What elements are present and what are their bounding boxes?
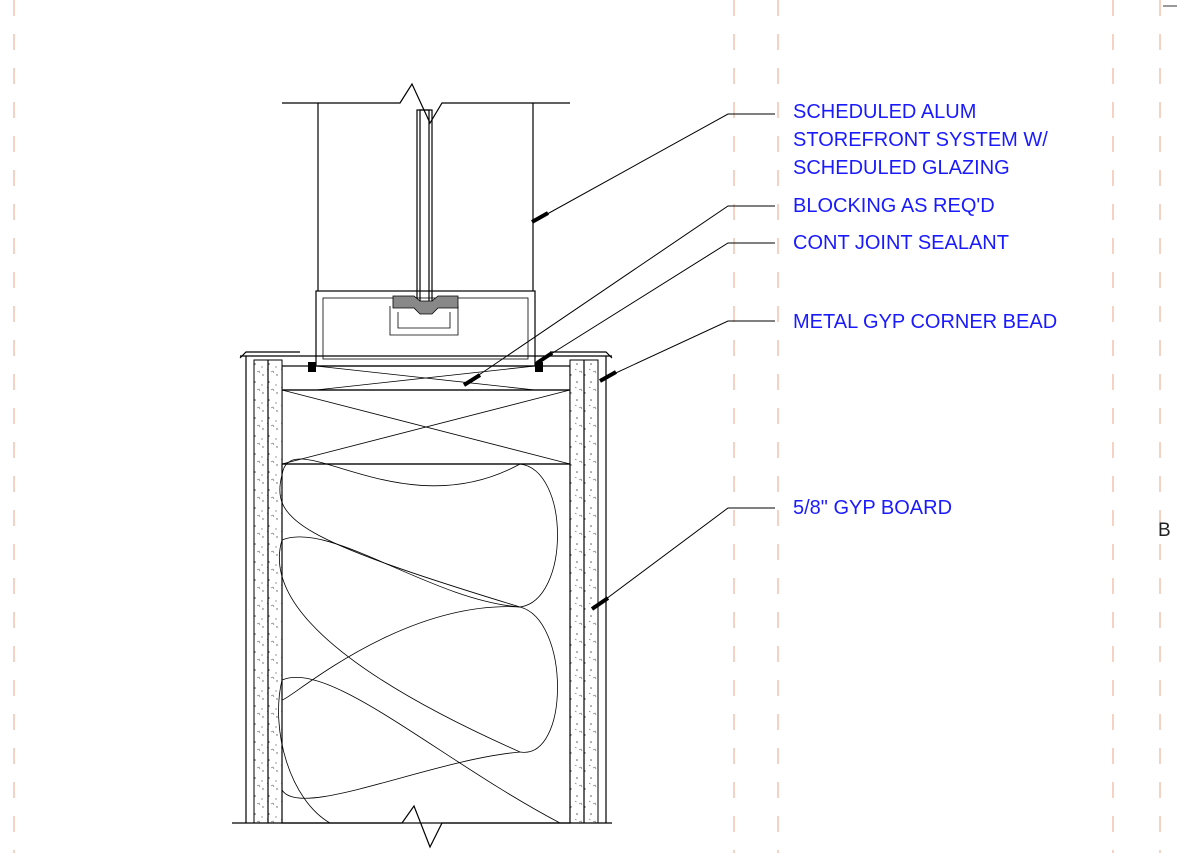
leader-corner-bead [604,320,775,379]
note-corner-bead: METAL GYP CORNER BEAD [793,311,1057,333]
note-blocking: BLOCKING AS REQ'D [793,195,995,217]
break-line-top [282,82,570,125]
margin-grid-label: B [1158,520,1171,541]
note-gyp-board: 5/8" GYP BOARD [793,497,952,519]
sill-blocking [240,355,612,465]
grid-lines [13,0,1177,853]
note-sealant: CONT JOINT SEALANT [793,232,1009,254]
wall-assembly [232,351,613,849]
leader-gyp-board [597,507,775,606]
storefront-frame [282,82,570,367]
leader-storefront [539,113,775,219]
break-line-bottom [232,804,612,849]
leader-sealant [542,242,775,360]
leader-blocking [469,205,775,382]
annotations: SCHEDULED ALUM STOREFRONT SYSTEM W/ SCHE… [793,101,1171,541]
note-storefront-line-1: SCHEDULED ALUM [793,101,976,123]
note-storefront-line-2: STOREFRONT SYSTEM W/ [793,129,1048,151]
leader-lines [462,113,775,611]
note-storefront-line-3: SCHEDULED GLAZING [793,157,1010,179]
